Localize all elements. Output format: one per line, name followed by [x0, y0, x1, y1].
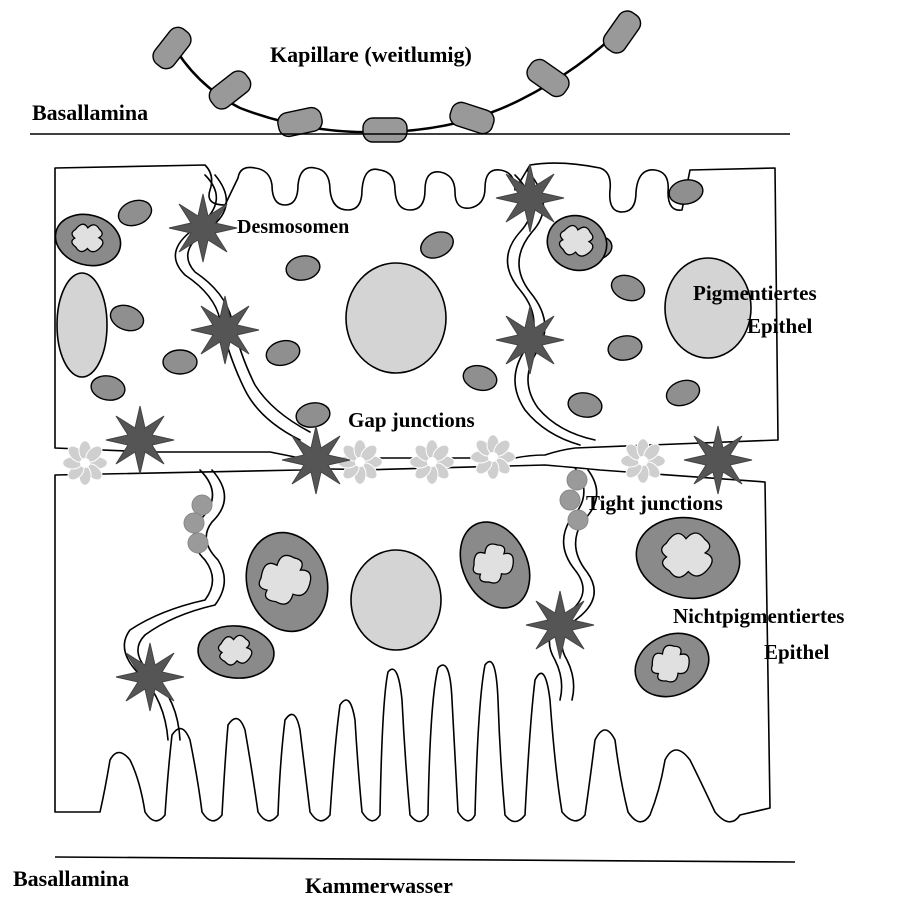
label-nonpigmented-line2: Epithel [764, 640, 830, 664]
pigment-granule [460, 362, 499, 394]
gap-junction-icon [621, 439, 666, 484]
label-tight-junctions: Tight junctions [586, 491, 723, 515]
tight-junction-bead [192, 495, 212, 515]
pigment-granule [417, 227, 458, 263]
basal-lamina-bottom-line [55, 857, 795, 862]
pigment-granule [263, 337, 302, 369]
label-nonpigmented-line1: Nichtpigmentiertes [673, 604, 844, 628]
desmosome-icon [191, 296, 259, 364]
capillary-cell [447, 100, 496, 136]
pigment-granule [566, 390, 604, 420]
capillary-cell [600, 7, 645, 57]
label-basal-lamina-bottom: Basallamina [13, 866, 129, 891]
capillary-cell [363, 118, 407, 142]
tight-junctions [184, 470, 588, 553]
desmosome-icon [684, 426, 752, 494]
label-pigmented-line1: Pigmentiertes [693, 281, 817, 305]
label-basal-lamina-top: Basallamina [32, 100, 148, 125]
desmosome-icon [282, 426, 350, 494]
pigment-granule [608, 271, 648, 305]
gap-junction-icon [471, 435, 516, 480]
mitochondrion-icon [630, 510, 746, 607]
label-capillary: Kapillare (weitlumig) [270, 42, 472, 67]
pigment-granule [294, 400, 332, 430]
pigment-granule [667, 177, 705, 207]
label-desmosomes: Desmosomen [237, 216, 349, 238]
tight-junction-bead [568, 510, 588, 530]
mitochondrion-icon [447, 511, 543, 620]
gap-junction-icon [338, 440, 383, 485]
tight-junction-bead [560, 490, 580, 510]
pigment-granule [284, 253, 322, 283]
desmosome-icon [169, 194, 237, 262]
capillary-cells [149, 7, 644, 142]
desmosome-icon [496, 306, 564, 374]
desmosome-icon [116, 643, 184, 711]
gap-junction-icon [63, 441, 108, 486]
mitochondrion-icon [235, 523, 338, 640]
desmosome-icon [496, 164, 564, 232]
mitochondrion-icon [50, 207, 127, 272]
capillary-cell [205, 67, 254, 113]
pigment-granule [606, 333, 644, 363]
desmosome-icon [526, 591, 594, 659]
label-pigmented-line2: Epithel [747, 314, 813, 338]
pigment-granule [107, 301, 147, 335]
desmosome-icon [106, 406, 174, 474]
mitochondrion-icon [625, 622, 719, 708]
label-gap-junctions: Gap junctions [348, 408, 475, 432]
nucleus-pigmented-left [57, 273, 107, 377]
tight-junction-bead [567, 470, 587, 490]
nucleus-nonpigmented-center [351, 550, 441, 650]
label-aqueous-humor: Kammerwasser [305, 873, 453, 898]
pigment-granule [663, 376, 703, 410]
pigment-granule [89, 373, 127, 403]
pigment-granule [163, 350, 197, 374]
pigment-granule [115, 196, 155, 230]
nucleus-pigmented-center [346, 263, 446, 373]
nucleus-pigmented-right [665, 258, 751, 358]
tight-junction-bead [188, 533, 208, 553]
mitochondrion-icon [196, 623, 276, 681]
capillary [149, 7, 644, 142]
gap-junction-icon [410, 440, 455, 485]
tight-junction-bead [184, 513, 204, 533]
